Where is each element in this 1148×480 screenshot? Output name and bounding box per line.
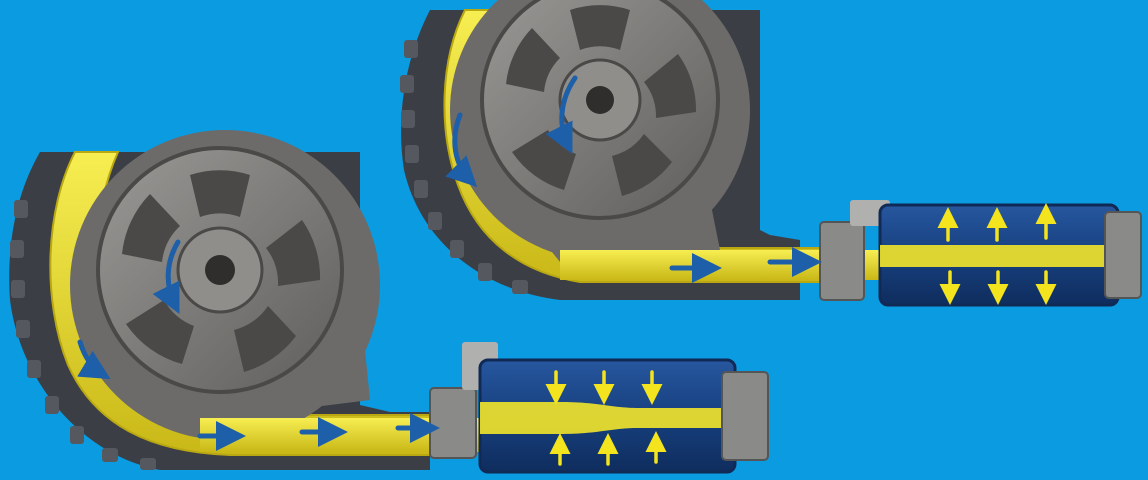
front-wheel-spokes xyxy=(122,170,321,372)
rear-collar xyxy=(819,221,865,301)
rear-wheel-spokes xyxy=(506,5,697,196)
front-assembly xyxy=(9,130,769,474)
rear-pressure-arrows xyxy=(937,203,1057,305)
front-flow-arrows xyxy=(77,239,440,451)
rear-flow-arrows xyxy=(445,75,822,283)
front-hub-bore xyxy=(205,255,235,285)
front-tread-blocks xyxy=(10,200,156,470)
rear-hub-bore xyxy=(586,86,614,114)
curved-arrow-icon xyxy=(152,239,181,314)
curved-arrow-icon xyxy=(445,112,478,188)
front-collar xyxy=(429,387,477,459)
curved-arrow-icon xyxy=(77,339,111,380)
rear-tread-blocks xyxy=(400,40,528,294)
rear-assembly xyxy=(400,0,1142,307)
curved-arrow-icon xyxy=(545,75,578,154)
front-pressure-arrows xyxy=(545,370,667,466)
